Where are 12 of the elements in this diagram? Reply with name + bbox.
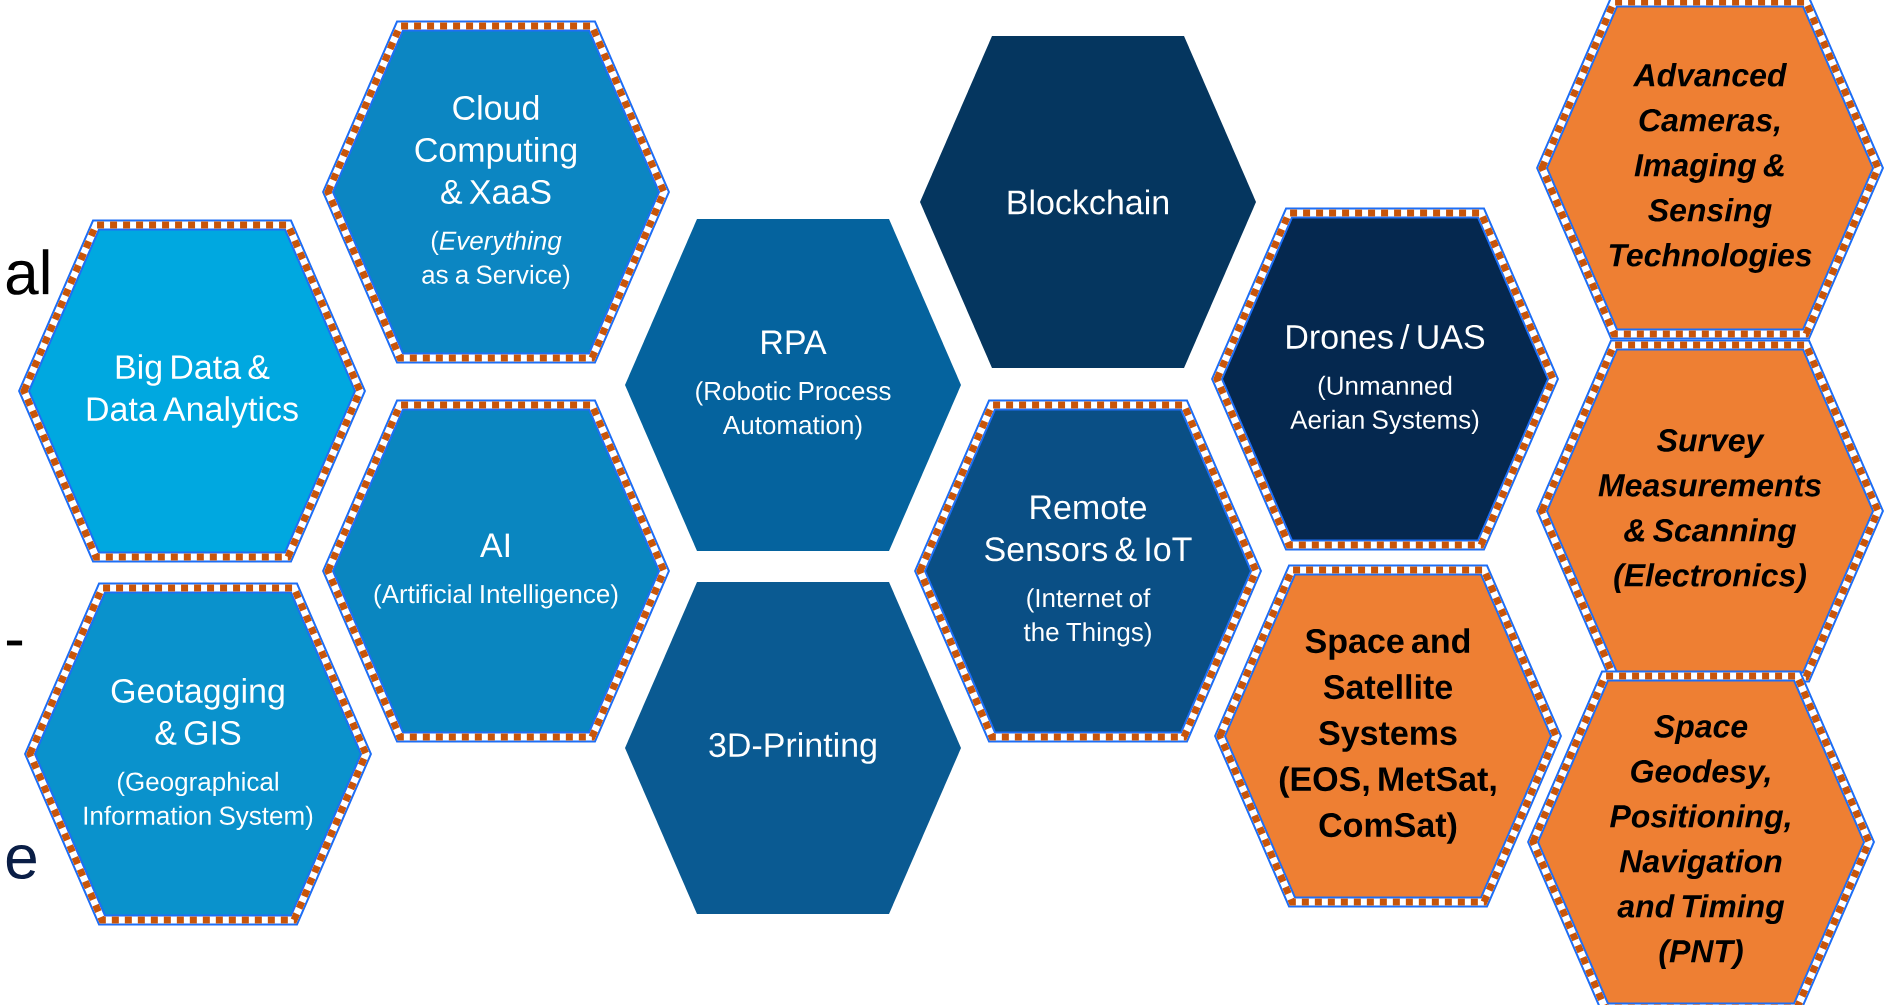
hexagon: Drones / UAS (Unmanned Aerian Systems) xyxy=(1211,207,1559,551)
hexagon: Cloud Computing & XaaS (Everything as a Service) xyxy=(322,20,670,364)
hexagon: RPA (Robotic Process Automation) xyxy=(625,219,961,551)
hexagon: Remote Sensors & IoT (Internet of the Things) xyxy=(914,399,1262,743)
hexagon: Advanced Cameras, Imaging & Sensing Technologies xyxy=(1536,0,1884,340)
hexagon: Space Geodesy, Positioning, Navigation and Timing (PNT) xyxy=(1527,670,1875,1005)
hexagon: Survey Measurements & Scanning (Electronics) xyxy=(1536,339,1884,683)
hexagon: 3D-Printing xyxy=(625,582,961,914)
hexagon: AI (Artificial Intelligence) xyxy=(322,399,670,743)
hexagon: Space and Satellite Systems (EOS, MetSat, ComSat) xyxy=(1214,564,1562,908)
text-fragment: - xyxy=(6,640,23,646)
hexagon: Blockchain xyxy=(920,36,1256,368)
